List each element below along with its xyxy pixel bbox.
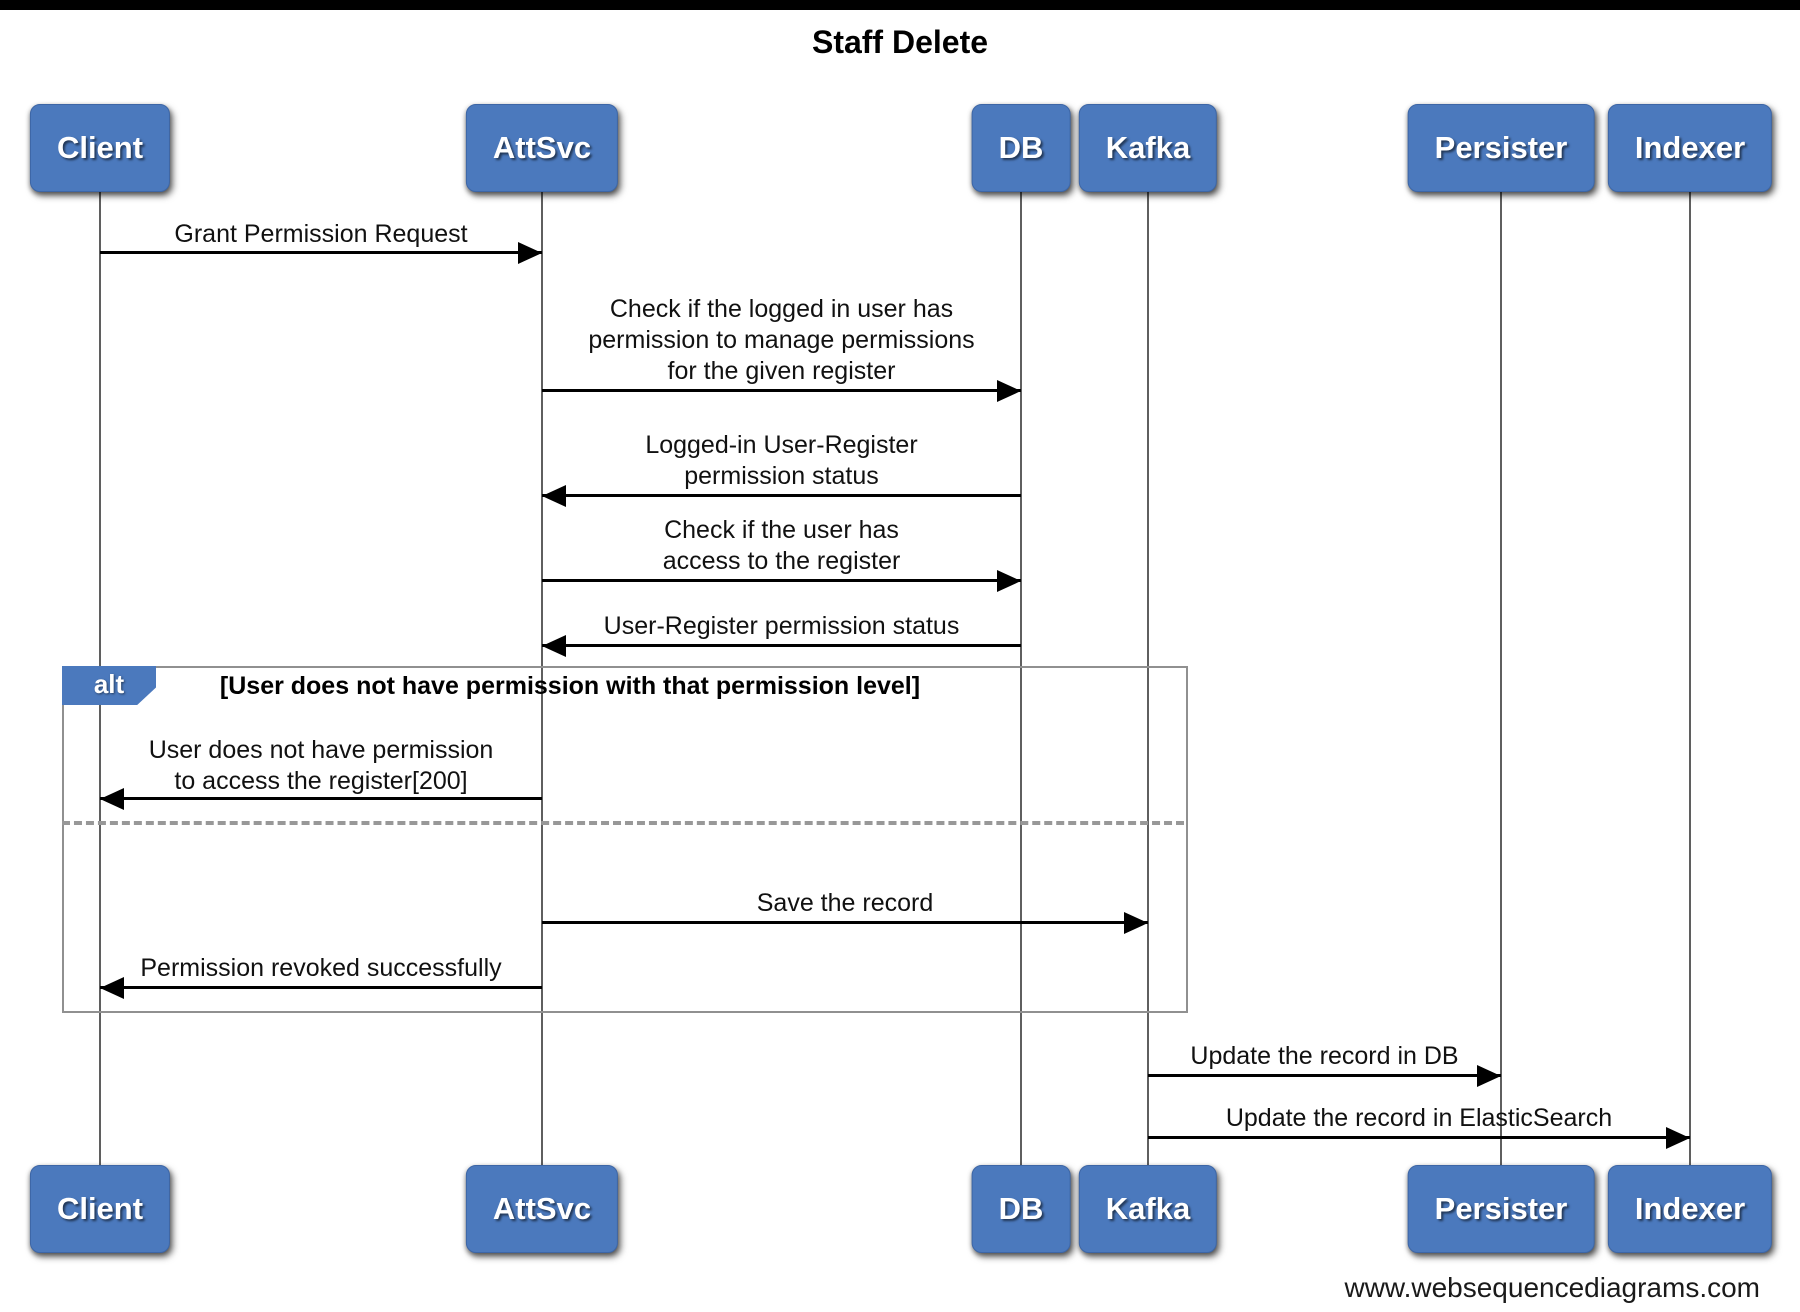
message-arrow-line (542, 494, 1021, 497)
message-label: User does not have permission to access … (148, 736, 494, 795)
actor-box-db-top: DB (971, 104, 1071, 192)
lifeline-attsvc (541, 188, 543, 1167)
message-arrow-line (542, 921, 1148, 924)
arrowhead-left-icon (100, 788, 124, 810)
actor-box-persister-bottom: Persister (1407, 1165, 1595, 1253)
message-label: Update the record in ElasticSearch (1225, 1104, 1613, 1132)
actor-box-attsvc-bottom: AttSvc (465, 1165, 619, 1253)
arrowhead-right-icon (997, 380, 1021, 402)
message-label: Save the record (756, 889, 934, 917)
message-label: Update the record in DB (1190, 1042, 1459, 1070)
message-label: Grant Permission Request (174, 220, 468, 248)
message-arrow-line (100, 797, 542, 800)
actor-box-persister-top: Persister (1407, 104, 1595, 192)
message-arrow-line (542, 644, 1021, 647)
actor-box-kafka-top: Kafka (1078, 104, 1218, 192)
arrowhead-left-icon (542, 635, 566, 657)
message-arrow-line (100, 986, 542, 989)
arrowhead-left-icon (542, 485, 566, 507)
actor-box-client-top: Client (29, 104, 171, 192)
message-arrow-line (100, 251, 542, 254)
arrowhead-right-icon (1666, 1127, 1690, 1149)
message-arrow-line (542, 389, 1021, 392)
lifeline-persister (1500, 188, 1502, 1167)
actor-box-kafka-bottom: Kafka (1078, 1165, 1218, 1253)
message-label: Logged-in User-Register permission statu… (645, 431, 918, 490)
actor-box-attsvc-top: AttSvc (465, 104, 619, 192)
top-bar (0, 0, 1800, 10)
message-label: Check if the logged in user has permissi… (588, 295, 975, 385)
message-label: Check if the user has access to the regi… (662, 516, 901, 575)
message-arrow-line (1148, 1074, 1501, 1077)
watermark-credit: www.websequencediagrams.com (1344, 1272, 1760, 1303)
alt-fragment-else-divider (62, 821, 1184, 825)
message-arrow-line (1148, 1136, 1690, 1139)
arrowhead-right-icon (1124, 912, 1148, 934)
lifeline-indexer (1689, 188, 1691, 1167)
actor-box-indexer-bottom: Indexer (1607, 1165, 1773, 1253)
lifeline-db (1020, 188, 1022, 1167)
lifeline-kafka (1147, 188, 1149, 1167)
arrowhead-left-icon (100, 977, 124, 999)
alt-fragment-guard: [User does not have permission with that… (219, 672, 921, 700)
message-label: User-Register permission status (603, 612, 960, 640)
message-arrow-line (542, 579, 1021, 582)
arrowhead-right-icon (997, 570, 1021, 592)
actor-box-db-bottom: DB (971, 1165, 1071, 1253)
alt-fragment-frame (62, 666, 1188, 1013)
alt-fragment-label: alt (62, 666, 156, 705)
actor-box-client-bottom: Client (29, 1165, 171, 1253)
actor-box-indexer-top: Indexer (1607, 104, 1773, 192)
arrowhead-right-icon (518, 242, 542, 264)
message-label: Permission revoked successfully (140, 954, 502, 982)
arrowhead-right-icon (1477, 1065, 1501, 1087)
diagram-title: Staff Delete (811, 24, 989, 60)
